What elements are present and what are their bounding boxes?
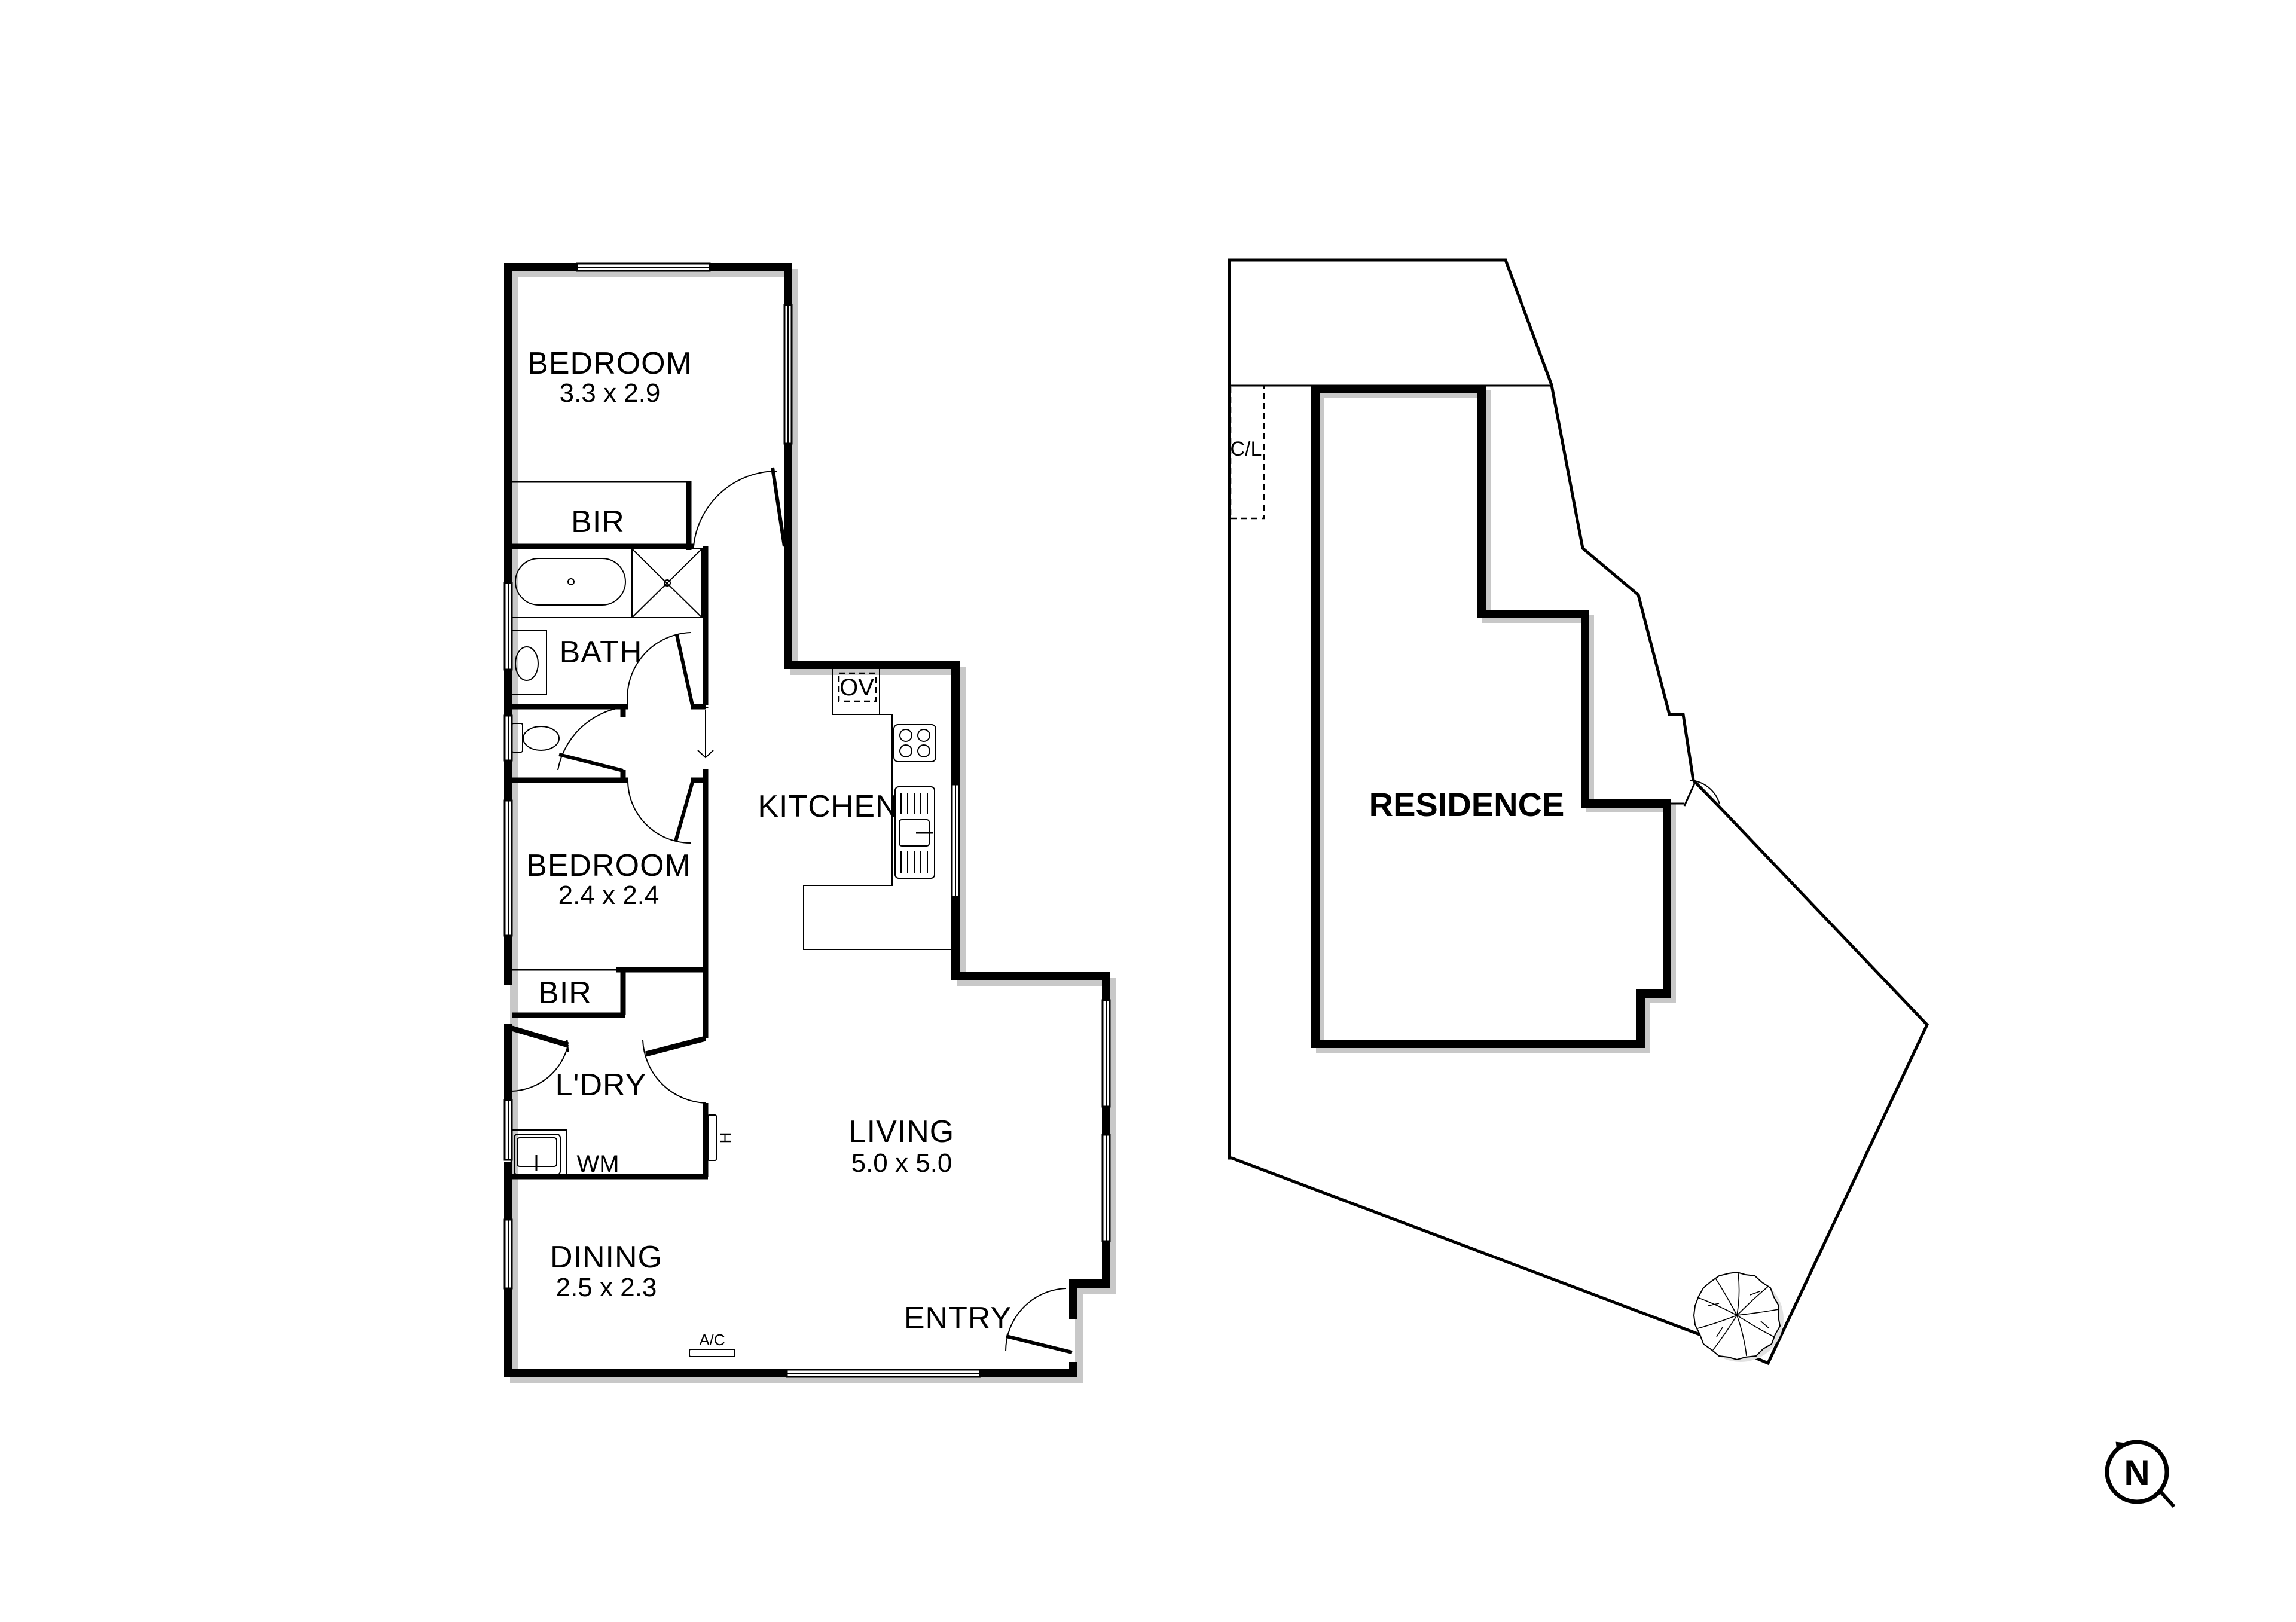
room-size-dining: 2.5 x 2.3 xyxy=(556,1273,657,1302)
room-label-entry: ENTRY xyxy=(904,1301,1012,1336)
room-size-living: 5.0 x 5.0 xyxy=(851,1148,952,1178)
windows xyxy=(503,262,1111,1378)
site-plan: C/L RESIDENCE xyxy=(1228,258,1929,1366)
vanity-icon xyxy=(511,630,547,695)
sink-icon xyxy=(894,786,935,879)
tree-icon xyxy=(1693,1271,1784,1362)
clothesline-area xyxy=(1229,384,1265,520)
room-labels: BEDROOM 3.3 x 2.9 BIR BATH BEDROOM 2.4 x… xyxy=(526,346,1012,1349)
room-label-laundry: L'DRY xyxy=(555,1068,647,1102)
room-label-bedroom-2: BEDROOM xyxy=(526,848,691,883)
room-label-living: LIVING xyxy=(849,1114,955,1149)
air-conditioner-icon xyxy=(689,1349,735,1357)
kitchen-fixtures xyxy=(803,668,952,950)
residence-label: RESIDENCE xyxy=(1369,786,1565,823)
room-label-bedroom-1: BEDROOM xyxy=(527,346,692,381)
clothesline-label: C/L xyxy=(1231,438,1262,460)
bathtub-icon xyxy=(515,558,626,606)
laundry-fixtures xyxy=(511,1114,735,1357)
heater-icon xyxy=(707,1114,717,1161)
room-label-bir-1: BIR xyxy=(571,505,625,539)
oven-icon xyxy=(838,672,877,702)
room-size-bedroom-1: 3.3 x 2.9 xyxy=(560,378,661,408)
gate-icon xyxy=(1689,780,1720,805)
washing-machine-label: WM xyxy=(576,1151,619,1177)
room-label-kitchen: KITCHEN xyxy=(758,789,898,824)
room-label-dining: DINING xyxy=(550,1240,662,1275)
compass-label: N xyxy=(2124,1453,2150,1493)
property-boundary xyxy=(1228,258,1929,1366)
room-label-bath: BATH xyxy=(560,635,643,670)
doors xyxy=(511,467,1073,1354)
cooktop-icon xyxy=(893,724,936,762)
trough-icon xyxy=(514,1134,561,1175)
floor-plan: BEDROOM 3.3 x 2.9 BIR BATH BEDROOM 2.4 x… xyxy=(503,262,1116,1383)
ac-label: A/C xyxy=(699,1331,725,1349)
bath-fixtures xyxy=(511,548,703,753)
heater-label: H xyxy=(716,1132,734,1144)
residence-outline xyxy=(1311,385,1671,1048)
interior-walls xyxy=(508,481,709,1180)
oven-label: OV xyxy=(839,674,874,701)
north-compass: N xyxy=(2105,1440,2176,1508)
toilet-icon xyxy=(511,723,523,753)
room-size-bedroom-2: 2.4 x 2.4 xyxy=(558,881,660,910)
room-label-bir-2: BIR xyxy=(538,976,592,1010)
